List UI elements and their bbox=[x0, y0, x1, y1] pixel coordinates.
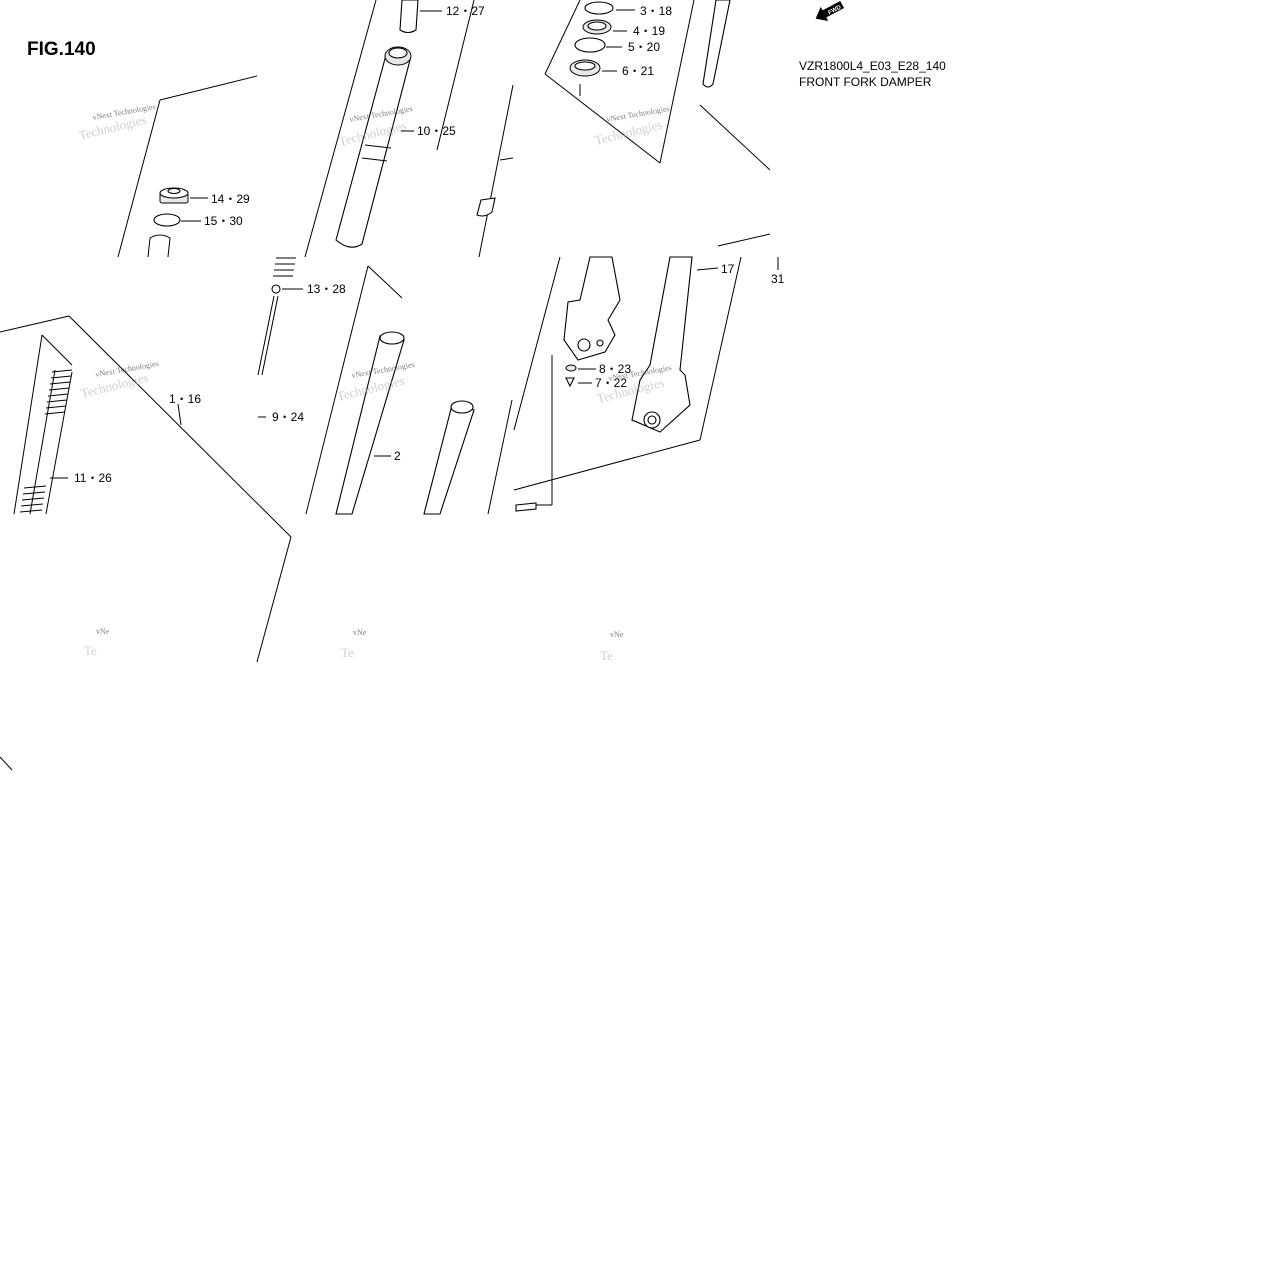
watermark: Te bbox=[341, 645, 354, 660]
watermark: Technologies bbox=[593, 117, 664, 148]
tile-spring bbox=[0, 315, 292, 771]
callout-15-30: 15・30 bbox=[204, 214, 243, 228]
watermark: Te bbox=[84, 643, 97, 658]
tile-fork-bottoms bbox=[513, 256, 779, 512]
tile-outer-tubes bbox=[257, 257, 513, 515]
callout-3-18: 3・18 bbox=[640, 4, 672, 18]
watermark: vNe bbox=[610, 630, 624, 639]
callout-labels: 12・27 3・18 4・19 5・20 6・21 10・25 14・29 15… bbox=[74, 4, 785, 485]
model-code: VZR1800L4_E03_E28_140 bbox=[799, 59, 946, 73]
outer-tube-right-part bbox=[423, 400, 475, 515]
gasket-part bbox=[565, 364, 577, 372]
stopper-ring-part bbox=[574, 37, 606, 53]
callout-6-21: 6・21 bbox=[622, 64, 654, 78]
axle-bolt-part bbox=[515, 502, 537, 512]
fork-spring-part bbox=[19, 369, 73, 515]
dust-seal-part bbox=[584, 1, 614, 15]
diagram-title: FRONT FORK DAMPER bbox=[799, 75, 932, 89]
fork-bottom-right-part bbox=[631, 256, 693, 433]
damper-rod-part bbox=[257, 284, 281, 376]
svg-text:Technologies: Technologies bbox=[593, 117, 664, 148]
callout-7-22: 7・22 bbox=[595, 376, 627, 390]
figure-label: FIG.140 bbox=[27, 39, 96, 60]
callout-31: 31 bbox=[771, 272, 785, 286]
callout-4-19: 4・19 bbox=[633, 24, 665, 38]
inner-tube-part bbox=[335, 46, 412, 248]
tile-cap-oring bbox=[117, 75, 258, 258]
fork-cap-bolt-part bbox=[159, 187, 189, 204]
callout-11-26: 11・26 bbox=[74, 471, 112, 485]
o-ring-part bbox=[153, 213, 181, 227]
tile-damper-tube bbox=[304, 0, 514, 258]
fork-bottom-left-part bbox=[563, 256, 621, 361]
callout-2: 2 bbox=[394, 449, 401, 463]
watermark: vNe bbox=[353, 628, 367, 637]
callout-8-23: 8・23 bbox=[599, 362, 631, 376]
watermark: vNe bbox=[96, 627, 110, 636]
damper-bolt-part bbox=[565, 377, 575, 388]
callout-5-20: 5・20 bbox=[628, 40, 660, 54]
callout-1-16: 1・16 bbox=[169, 392, 201, 406]
forward-arrow-icon: FWD bbox=[815, 0, 845, 21]
outer-tube-part bbox=[335, 331, 405, 515]
callout-17: 17 bbox=[721, 262, 735, 276]
callout-10-25: 10・25 bbox=[417, 124, 456, 138]
watermark: Te bbox=[600, 648, 613, 663]
callout-12-27: 12・27 bbox=[446, 4, 485, 18]
callout-13-28: 13・28 bbox=[307, 282, 346, 296]
tile-seals bbox=[544, 0, 771, 247]
callout-14-29: 14・29 bbox=[211, 192, 250, 206]
callout-9-24: 9・24 bbox=[272, 410, 304, 424]
